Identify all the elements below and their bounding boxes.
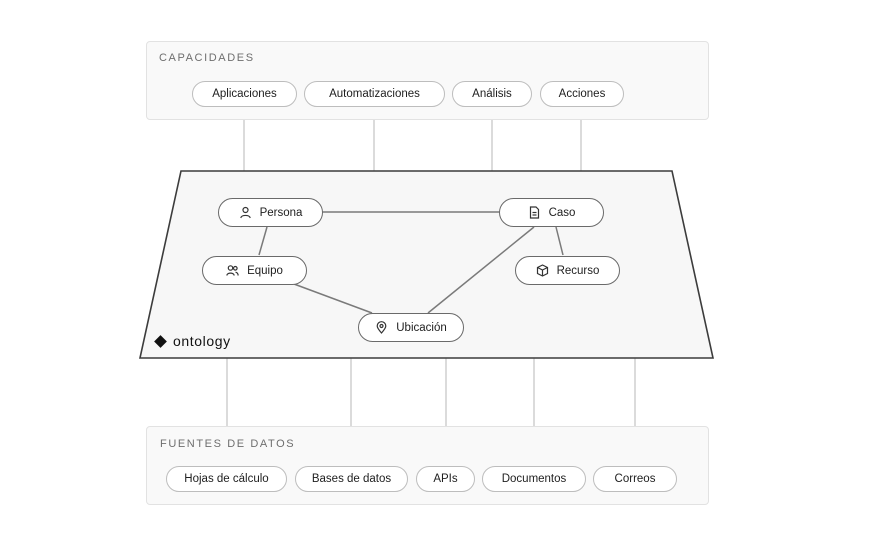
- node-label: Ubicación: [396, 321, 447, 334]
- source-apis[interactable]: APIs: [416, 466, 475, 492]
- node-recurso[interactable]: Recurso: [515, 256, 620, 285]
- capability-analysis[interactable]: Análisis: [452, 81, 532, 107]
- source-spreadsheets[interactable]: Hojas de cálculo: [166, 466, 287, 492]
- node-caso[interactable]: Caso: [499, 198, 604, 227]
- source-documents[interactable]: Documentos: [482, 466, 586, 492]
- capabilities-title: CAPACIDADES: [159, 52, 255, 64]
- edge-caso-ubicacion: [427, 226, 535, 314]
- node-label: Caso: [548, 206, 576, 219]
- document-icon: [528, 206, 541, 219]
- location-pin-icon: [375, 321, 388, 334]
- source-databases[interactable]: Bases de datos: [295, 466, 408, 492]
- users-icon: [226, 264, 239, 277]
- node-label: Equipo: [247, 264, 283, 277]
- source-emails[interactable]: Correos: [593, 466, 677, 492]
- ontology-label: ontology: [154, 333, 231, 349]
- node-equipo[interactable]: Equipo: [202, 256, 307, 285]
- edge-persona-equipo: [258, 226, 268, 256]
- edge-caso-recurso: [555, 226, 564, 256]
- node-persona[interactable]: Persona: [218, 198, 323, 227]
- capability-applications[interactable]: Aplicaciones: [192, 81, 297, 107]
- box-icon: [536, 264, 549, 277]
- node-label: Recurso: [556, 264, 600, 277]
- node-ubicacion[interactable]: Ubicación: [358, 313, 464, 342]
- capability-automations[interactable]: Automatizaciones: [304, 81, 445, 107]
- diamond-icon: [154, 334, 167, 348]
- capability-actions[interactable]: Acciones: [540, 81, 624, 107]
- ontology-word: ontology: [173, 333, 231, 349]
- data-sources-title: FUENTES DE DATOS: [160, 438, 296, 450]
- edge-equipo-ubicacion: [293, 283, 373, 314]
- person-icon: [239, 206, 252, 219]
- node-label: Persona: [259, 206, 303, 219]
